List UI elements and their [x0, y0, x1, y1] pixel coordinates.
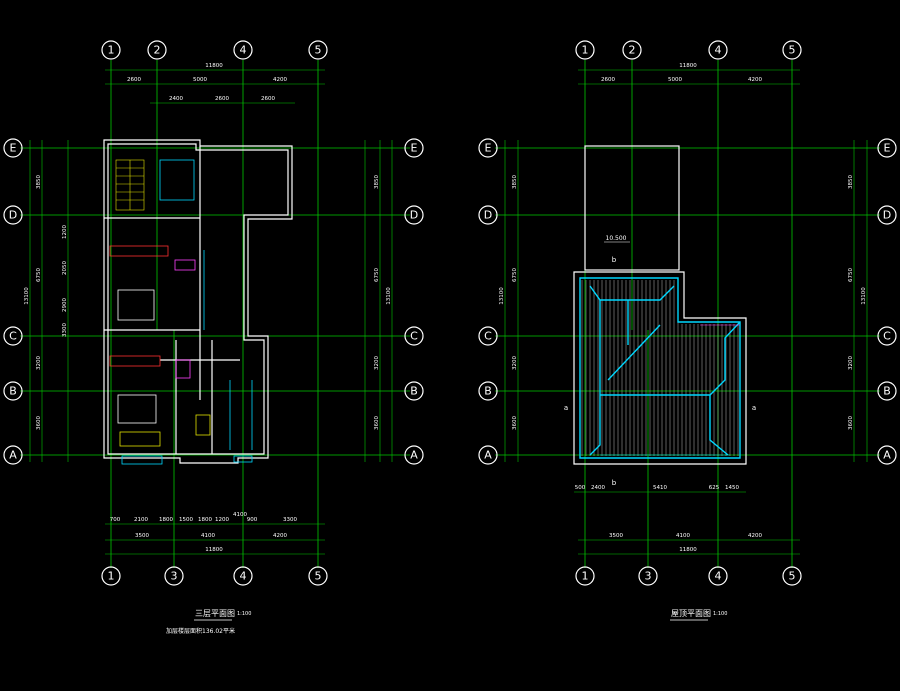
- dim-lines-bottom-left: [105, 523, 325, 555]
- grid-axes-horizontal-left: [20, 147, 410, 456]
- dim-lines-sides-left: [29, 140, 393, 462]
- grid-axes-vertical-right: [584, 60, 793, 568]
- plan-third-floor: [20, 60, 410, 568]
- roof-outline: [573, 271, 747, 465]
- roof-hatch: [581, 280, 739, 456]
- roof-terrace-outline: [584, 145, 680, 271]
- grid-axes-vertical-left: [110, 60, 319, 568]
- room-fixtures: [109, 159, 253, 465]
- dim-lines-right-plan: [504, 69, 868, 555]
- roof-edges: [579, 277, 741, 459]
- plan-roof: [495, 60, 880, 568]
- stair-hatch: [115, 159, 145, 211]
- walls-third-floor: [103, 139, 293, 464]
- dim-lines-top-left: [105, 69, 325, 104]
